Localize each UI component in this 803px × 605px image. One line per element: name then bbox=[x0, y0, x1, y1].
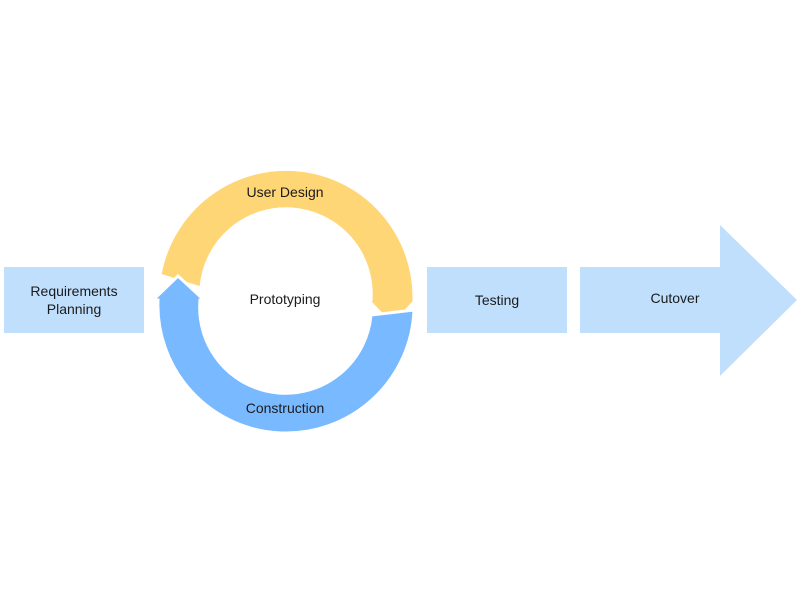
requirements-planning-label: Requirements Planning bbox=[30, 283, 118, 317]
testing-label: Testing bbox=[474, 292, 520, 308]
cutover-arrow-icon bbox=[580, 225, 797, 376]
construction-arrow-icon bbox=[149, 273, 416, 435]
cutover-label: Cutover bbox=[650, 290, 700, 306]
testing-box: Testing bbox=[427, 267, 567, 333]
prototyping-label: Prototyping bbox=[249, 291, 321, 307]
construction-label: Construction bbox=[245, 400, 325, 416]
requirements-planning-box: Requirements Planning bbox=[4, 267, 144, 333]
user-design-arrow-icon bbox=[158, 167, 420, 328]
user-design-label: User Design bbox=[246, 184, 324, 200]
